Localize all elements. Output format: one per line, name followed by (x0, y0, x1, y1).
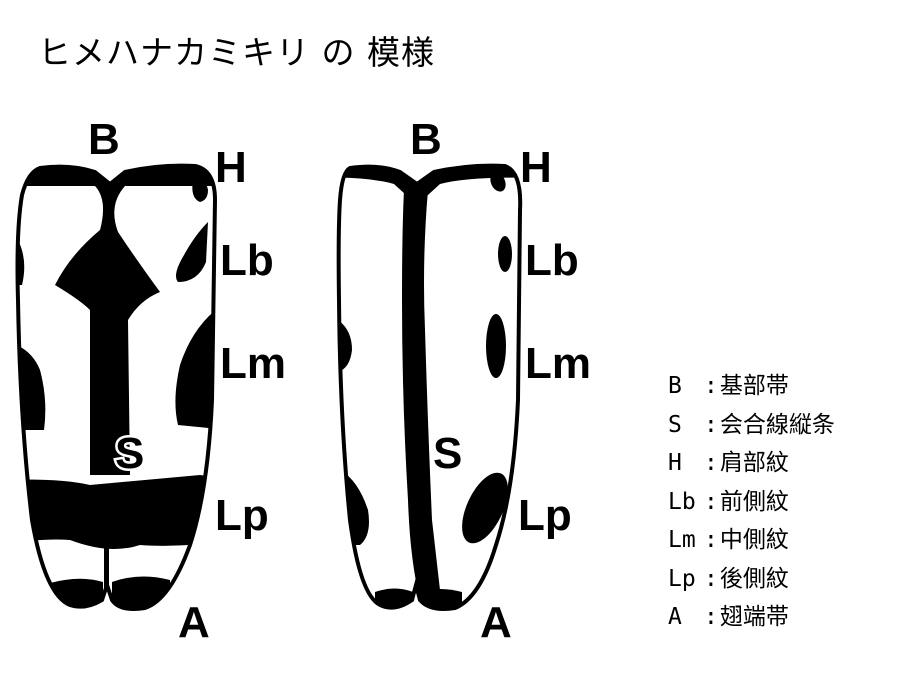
right-humeral-spot (490, 172, 506, 192)
label-B-right: B (410, 115, 442, 164)
left-lateral-middle-spot (175, 300, 215, 430)
legend-name: 後側紋 (719, 565, 789, 592)
legend-name: 中側紋 (719, 527, 789, 553)
legend-code: Lp (668, 565, 696, 592)
right-band-apical-left (375, 588, 413, 609)
label-Lp-right: Lp (518, 491, 572, 540)
legend-name: 基部帯 (719, 373, 789, 399)
legend-code: B (668, 373, 682, 399)
right-elytra-outline (336, 163, 523, 611)
right-band-base (338, 165, 521, 205)
legend-name: 会合線縦条 (719, 411, 835, 438)
left-band-apical-left (50, 578, 103, 609)
legend-code: Lb (668, 488, 696, 515)
legend-item: Lm:中側紋 (668, 521, 835, 560)
legend-item: H:肩部紋 (668, 444, 835, 483)
legend-item: B:基部帯 (668, 367, 835, 406)
legend-item: S:会合線縦条 (668, 406, 835, 445)
legend-separator: : (704, 450, 718, 476)
legend-separator: : (704, 488, 718, 515)
legend-item: Lp:後側紋 (668, 560, 835, 599)
left-elytra-outline (15, 163, 218, 611)
legend-code: Lm (668, 527, 696, 553)
legend-code: S (668, 411, 682, 438)
legend-code: A (668, 604, 682, 630)
label-Lb-right: Lb (525, 236, 579, 285)
left-suture-line (104, 540, 109, 609)
label-A-left: A (178, 598, 210, 647)
label-A-right: A (480, 598, 512, 647)
label-Lb-left: Lb (220, 236, 274, 285)
label-H-right: H (520, 143, 552, 192)
legend-separator: : (704, 604, 718, 630)
right-lateral-posterior-spot (462, 472, 508, 544)
label-H-left: H (215, 143, 247, 192)
page-title: ヒメハナカミキリ の 模様 (38, 33, 435, 72)
legend-separator: : (704, 373, 718, 399)
right-lateral-basal-spot (498, 236, 512, 272)
legend-item: Lb:前側紋 (668, 483, 835, 522)
right-lateral-middle-spot (486, 314, 506, 378)
legend-separator: : (704, 411, 718, 438)
legend-code: H (668, 450, 682, 476)
legend: B:基部帯 S:会合線縦条 H:肩部紋 Lb:前側紋 Lm:中側紋 Lp:後側紋… (668, 367, 835, 637)
legend-name: 前側紋 (719, 488, 789, 515)
label-B-left: B (88, 115, 120, 164)
label-Lm-left: Lm (220, 339, 286, 388)
left-lateral-basal-spot (176, 222, 208, 282)
label-Lp-left: Lp (215, 491, 269, 540)
legend-separator: : (704, 527, 718, 553)
left-band-posterior (17, 475, 215, 549)
label-S-left: S (115, 429, 144, 478)
left-elytra (15, 163, 218, 611)
legend-name: 肩部紋 (719, 450, 789, 476)
label-S-right: S (433, 429, 462, 478)
right-band-apical-right (420, 589, 462, 609)
label-Lm-right: Lm (525, 339, 591, 388)
left-edge-mark (17, 240, 25, 285)
legend-item: A:翅端帯 (668, 598, 835, 637)
left-suture-stripe (55, 186, 160, 475)
legend-separator: : (704, 565, 718, 592)
right-suture-stripe (402, 187, 440, 600)
legend-name: 翅端帯 (719, 604, 789, 630)
right-elytra (336, 163, 523, 611)
left-humeral-spot (192, 179, 208, 202)
